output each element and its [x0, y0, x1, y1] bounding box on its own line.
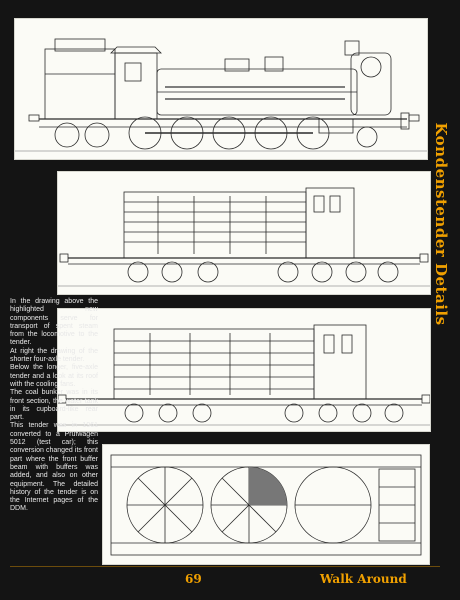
side-title-text: Kondenstender Details: [432, 122, 450, 326]
five-axle-tender-line-art: [58, 324, 430, 426]
section-label: Walk Around: [320, 572, 407, 586]
page-number: 69: [185, 572, 202, 586]
caption-text-block: In the drawing above the highlighted new…: [10, 298, 98, 514]
roof-fans-line-art: [110, 454, 422, 556]
footer-divider: [10, 566, 440, 567]
caption-paragraph: At right the drawing of the shorter four…: [10, 347, 98, 364]
four-axle-tender-line-art: [58, 187, 430, 287]
locomotive-drawing: [14, 18, 428, 160]
caption-paragraph: Below the longer, five-axle tender and a…: [10, 364, 98, 388]
locomotive-line-art: [15, 38, 427, 152]
caption-paragraph: In the drawing above the highlighted new…: [10, 298, 98, 347]
caption-paragraph: The coal bunker was in its front section…: [10, 389, 98, 422]
five-axle-tender-drawing: [57, 308, 431, 432]
four-axle-tender-drawing: [57, 171, 431, 295]
tender-roof-fans-drawing: [102, 444, 430, 565]
side-title: Kondenstender Details: [426, 24, 456, 424]
caption-paragraph: This tender was in 1961 converted to a P…: [10, 422, 98, 513]
